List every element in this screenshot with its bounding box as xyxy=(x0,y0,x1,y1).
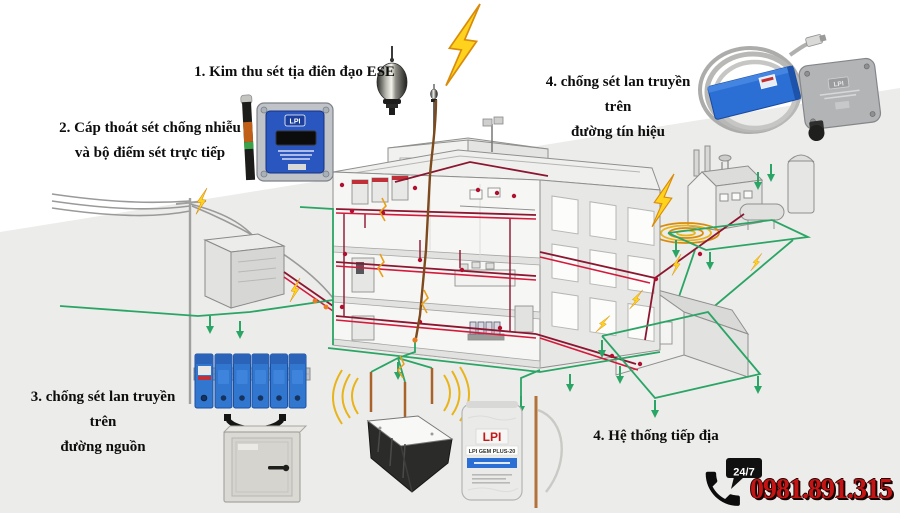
phone-number: 0981.891.315 xyxy=(750,474,893,505)
roof-cctv-cameras xyxy=(482,116,504,152)
wiring-red xyxy=(283,161,745,371)
factory-building xyxy=(687,145,815,231)
gem-bag-device: LPI LPI GEM PLUS-20 xyxy=(461,401,523,501)
gray-box-lpi-logo: LPI xyxy=(833,80,844,88)
wire-junction-dots xyxy=(339,182,703,367)
cable-sample-icon xyxy=(240,94,256,181)
label-cable-line2: và bộ điếm sét trực tiếp xyxy=(74,145,226,161)
rod-spark xyxy=(397,355,405,379)
label-power-line2: đường nguồn xyxy=(60,439,146,455)
label-grounding-system: 4. Hệ thống tiếp địa xyxy=(593,428,719,444)
signal-spd-device xyxy=(698,34,827,134)
wiring-green xyxy=(59,206,812,399)
label-cable: 2. Cáp thoát sét chống nhiễu và bộ điếm … xyxy=(52,116,248,166)
label-signal-line2: đường tín hiệu xyxy=(570,124,665,140)
label-power-line1: 3. chống sét lan truyền trên xyxy=(30,389,176,430)
badge-24-7: 24/7 xyxy=(726,458,762,489)
power-spd-device xyxy=(193,353,311,432)
label-signal-spd: 4. chống sét lan truyền trên đường tín h… xyxy=(532,70,704,145)
signal-gray-box-device: LPI xyxy=(798,57,882,142)
phone-icon xyxy=(705,471,740,506)
orange-junction-dots xyxy=(312,298,418,343)
ground-pit-device xyxy=(366,415,454,493)
label-ese-terminal: 1. Kim thu sét tịa điên đạo ESE xyxy=(194,64,395,80)
counter-lpi-logo: LPI xyxy=(290,119,301,126)
substation-box xyxy=(203,233,286,309)
right-face-windows xyxy=(551,195,655,343)
cabinet-device xyxy=(222,425,308,503)
gem-bag-lpi-logo: LPI xyxy=(483,430,502,444)
ese-terminal-icon xyxy=(376,46,408,115)
label-power-spd: 3. chống sét lan truyền trên đường nguồn xyxy=(18,385,188,460)
lightning-counter-device: LPI xyxy=(256,102,334,182)
surge-zigzags xyxy=(377,197,429,314)
floor-slabs xyxy=(332,245,541,369)
gem-bag-product-label: LPI GEM PLUS-20 xyxy=(469,449,516,455)
ground-arcs xyxy=(332,366,470,425)
label-signal-line1: 4. chống sét lan truyền trên xyxy=(545,74,691,115)
badge-24-7-label: 24/7 xyxy=(733,467,754,479)
down-conductor xyxy=(414,99,438,339)
silo-tank xyxy=(787,154,815,214)
ground-rod-device xyxy=(534,396,563,508)
hotline: 24/7 xyxy=(705,458,762,506)
label-cable-line1: 2. Cáp thoát sét chống nhiễu xyxy=(59,120,241,136)
sky-lightning-bolt xyxy=(445,3,481,87)
